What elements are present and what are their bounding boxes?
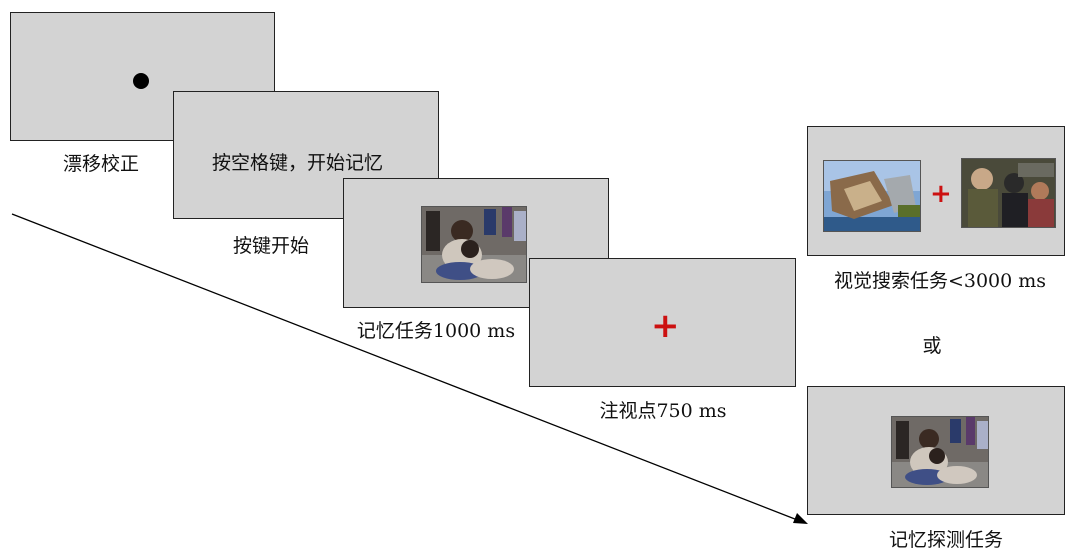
memory-task-screen (343, 178, 609, 308)
probe-photo (891, 416, 989, 488)
or-label: 或 (922, 335, 942, 357)
search-photo-right (961, 158, 1056, 228)
fixation-cross-icon: + (651, 306, 680, 346)
key-start-instruction: 按空格键，开始记忆 (212, 152, 384, 174)
black-dot-icon (133, 73, 149, 89)
memory-photo (421, 206, 527, 283)
memory-probe-caption: 记忆探测任务 (888, 529, 1004, 551)
fixation-caption: 注视点750 ms (599, 400, 727, 422)
search-fixation-cross-icon: + (930, 179, 952, 209)
visual-search-caption: 视觉搜索任务<3000 ms (833, 270, 1047, 292)
drift-correction-caption: 漂移校正 (62, 153, 140, 175)
search-photo-left (823, 160, 921, 232)
visual-search-screen: + (807, 126, 1065, 256)
memory-task-caption: 记忆任务1000 ms (356, 320, 516, 342)
key-start-caption: 按键开始 (232, 235, 310, 257)
memory-probe-screen (807, 386, 1065, 515)
fixation-screen: + (529, 258, 796, 387)
